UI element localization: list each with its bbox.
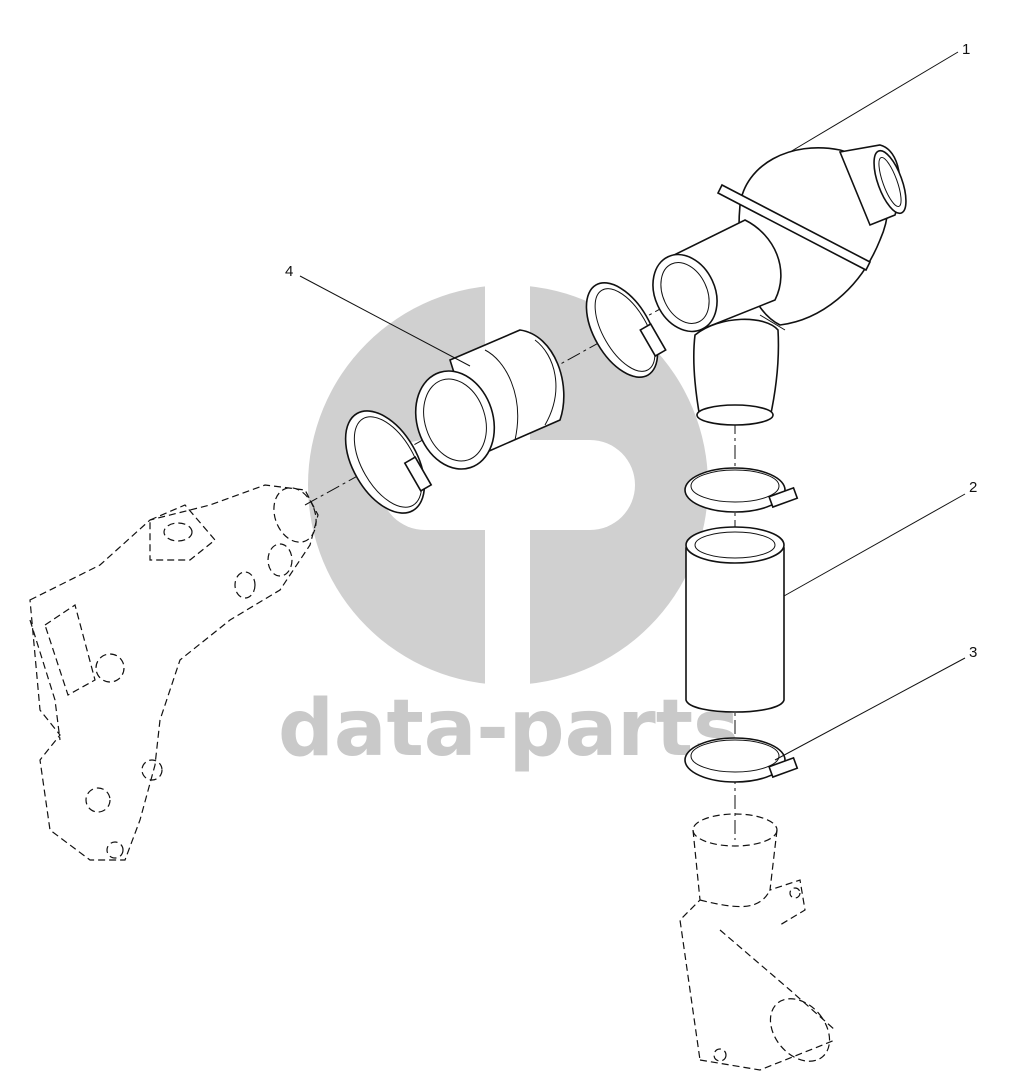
thermostat-housing — [652, 144, 907, 426]
callout-4: 4 — [285, 263, 293, 280]
leader-line-4 — [299, 275, 471, 367]
callout-1: 1 — [962, 41, 970, 58]
watermark-text: data-parts — [278, 684, 739, 774]
callout-3: 3 — [969, 644, 977, 661]
hose-connector — [414, 329, 565, 470]
hose-clamp-middle — [684, 467, 799, 513]
callout-2: 2 — [969, 479, 977, 496]
leader-line-3 — [774, 657, 966, 761]
manifold-housing — [29, 484, 319, 861]
leader-line-2 — [783, 493, 966, 597]
leader-line-1 — [789, 51, 959, 153]
hose-vertical — [685, 526, 785, 713]
hose-clamp-left — [344, 410, 433, 514]
hose-clamp-upper-right — [585, 282, 667, 378]
hose-clamp-lower — [684, 737, 799, 783]
lower-pipe-fitting — [679, 813, 836, 1071]
watermark-logo — [308, 280, 708, 700]
